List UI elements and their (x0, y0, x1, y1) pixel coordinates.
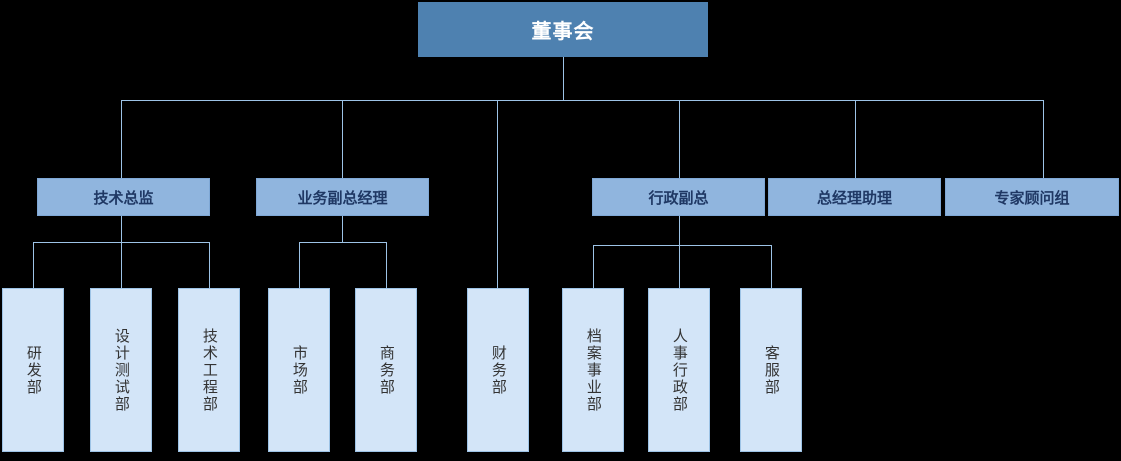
node-tech-director[interactable]: 技术总监 (37, 178, 210, 216)
node-label: 总经理助理 (816, 188, 892, 207)
node-board-of-directors[interactable]: 董事会 (418, 2, 708, 57)
connector-root-bus (121, 100, 1044, 101)
connector-root-stem (563, 57, 564, 100)
node-label: 设计测试部 (112, 327, 131, 413)
node-customer-service-dept[interactable]: 客服部 (740, 288, 802, 452)
connector-drop-hr-admin-dept (679, 245, 680, 288)
node-tech-eng-dept[interactable]: 技术工程部 (178, 288, 240, 452)
connector-bus-admin-vp (593, 245, 771, 246)
connector-drop-admin-vp (679, 100, 680, 178)
node-market-dept[interactable]: 市场部 (268, 288, 330, 452)
connector-drop-expert-group (1043, 100, 1044, 178)
connector-bus-business-vp (299, 242, 386, 243)
node-finance-dept[interactable]: 财务部 (467, 288, 529, 452)
connector-stem-admin-vp (679, 216, 680, 245)
node-hr-admin-dept[interactable]: 人事行政部 (648, 288, 710, 452)
node-label: 行政副总 (648, 188, 709, 207)
node-label: 技术工程部 (200, 327, 219, 413)
node-label: 专家顾问组 (994, 188, 1070, 207)
node-label: 档案事业部 (584, 327, 603, 413)
connector-stem-business-vp (342, 216, 343, 242)
node-commerce-dept[interactable]: 商务部 (355, 288, 417, 452)
connector-stem-tech-director (121, 216, 122, 242)
connector-drop-finance-dept (497, 100, 498, 288)
node-expert-group[interactable]: 专家顾问组 (945, 178, 1119, 216)
connector-drop-customer-service-dept (771, 245, 772, 288)
connector-drop-rd-dept (33, 242, 34, 288)
node-label: 财务部 (489, 344, 508, 396)
node-design-test-dept[interactable]: 设计测试部 (90, 288, 152, 452)
connector-drop-market-dept (299, 242, 300, 288)
node-label: 业务副总经理 (297, 188, 388, 207)
node-label: 人事行政部 (670, 327, 689, 413)
node-label: 研发部 (24, 344, 43, 396)
connector-drop-commerce-dept (386, 242, 387, 288)
connector-drop-tech-eng-dept (209, 242, 210, 288)
node-gm-assistant[interactable]: 总经理助理 (768, 178, 941, 216)
connector-drop-gm-assistant (855, 100, 856, 178)
node-label: 客服部 (762, 344, 781, 396)
node-rd-dept[interactable]: 研发部 (2, 288, 64, 452)
connector-drop-business-vp (342, 100, 343, 178)
node-label: 商务部 (377, 344, 396, 396)
connector-drop-tech-director (121, 100, 122, 178)
connector-drop-archive-dept (593, 245, 594, 288)
node-admin-vp[interactable]: 行政副总 (592, 178, 765, 216)
node-business-vp[interactable]: 业务副总经理 (256, 178, 429, 216)
node-label: 董事会 (531, 19, 595, 43)
node-label: 市场部 (290, 344, 309, 396)
connector-drop-design-test-dept (121, 242, 122, 288)
node-archive-dept[interactable]: 档案事业部 (562, 288, 624, 452)
node-label: 技术总监 (93, 188, 154, 207)
